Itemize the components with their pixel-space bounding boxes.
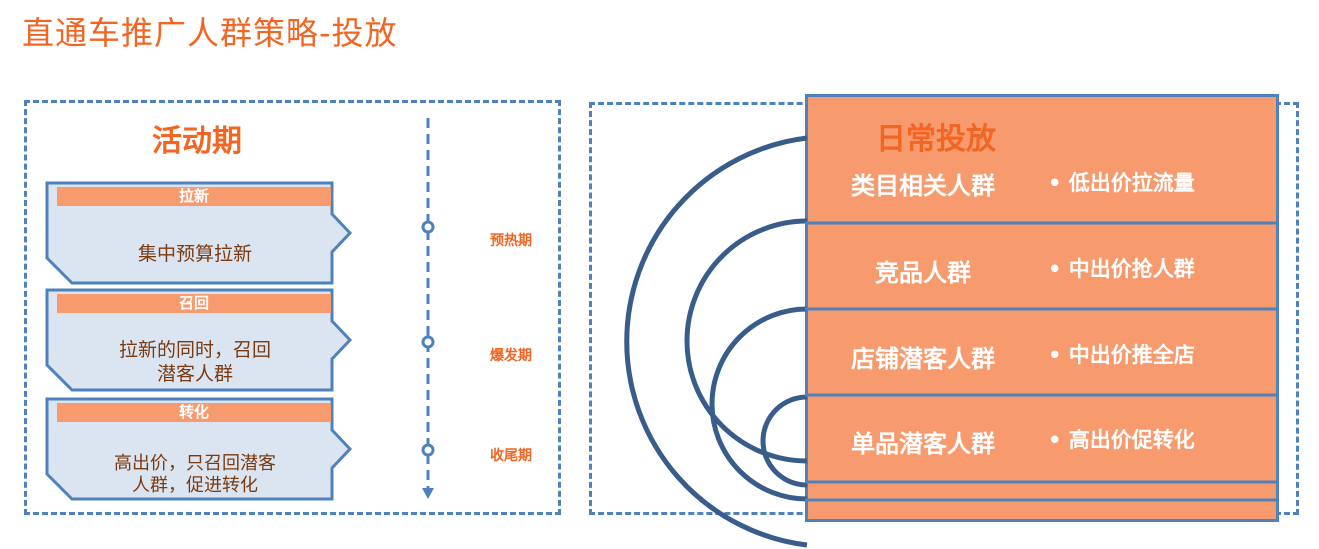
stage-card-convert: 转化 高出价，只召回潜客 人群，促进转化 — [44, 396, 354, 502]
phase-label: 收尾期 — [490, 448, 532, 464]
daily-title: 日常投放 — [876, 122, 996, 157]
stage-card-recall: 召回 拉新的同时，召回 潜客人群 — [44, 287, 354, 393]
stage-desc: 拉新的同时，召回 潜客人群 — [60, 338, 330, 386]
stage-desc-line: 潜客人群 — [156, 363, 233, 385]
timeline-node — [421, 335, 435, 349]
arc-store — [709, 306, 808, 502]
stage-label: 拉新 — [57, 187, 331, 206]
bid-strategy: • 中出价抢人群 — [1048, 257, 1195, 281]
activity-panel — [24, 100, 561, 515]
phase-label: 预热期 — [490, 233, 532, 249]
arc-item — [760, 394, 808, 488]
bid-strategy: • 中出价推全店 — [1048, 343, 1195, 367]
stage-desc: 高出价，只召回潜客 人群，促进转化 — [60, 453, 330, 497]
bid-strategy: • 高出价促转化 — [1048, 428, 1195, 452]
stage-label: 召回 — [57, 294, 331, 313]
timeline-arrow — [422, 488, 434, 499]
card-shape — [45, 397, 353, 501]
audience-name: 竞品人群 — [875, 259, 971, 287]
phase-label: 爆发期 — [490, 348, 532, 364]
stage-desc-line: 人群，促进转化 — [132, 475, 258, 496]
audience-name: 店铺潜客人群 — [851, 345, 995, 373]
stage-desc: 集中预算拉新 — [60, 242, 330, 266]
card-shape — [45, 288, 353, 392]
arc-competitor — [684, 218, 808, 464]
stage-card-acquire: 拉新 集中预算拉新 — [44, 180, 354, 286]
arc-category — [624, 135, 808, 548]
bid-strategy: • 低出价拉流量 — [1048, 171, 1195, 195]
activity-title: 活动期 — [152, 124, 242, 159]
stage-desc-line: 集中预算拉新 — [137, 243, 252, 265]
page-title: 直通车推广人群策略-投放 — [22, 14, 398, 52]
stage-desc-line: 高出价，只召回潜客 — [114, 453, 276, 474]
audience-name: 类目相关人群 — [851, 172, 995, 200]
timeline-node — [421, 220, 435, 234]
card-shape — [45, 181, 353, 285]
timeline-node — [421, 443, 435, 457]
stage-label: 转化 — [57, 403, 331, 422]
stage-desc-line: 拉新的同时，召回 — [118, 339, 271, 361]
audience-name: 单品潜客人群 — [851, 430, 995, 458]
